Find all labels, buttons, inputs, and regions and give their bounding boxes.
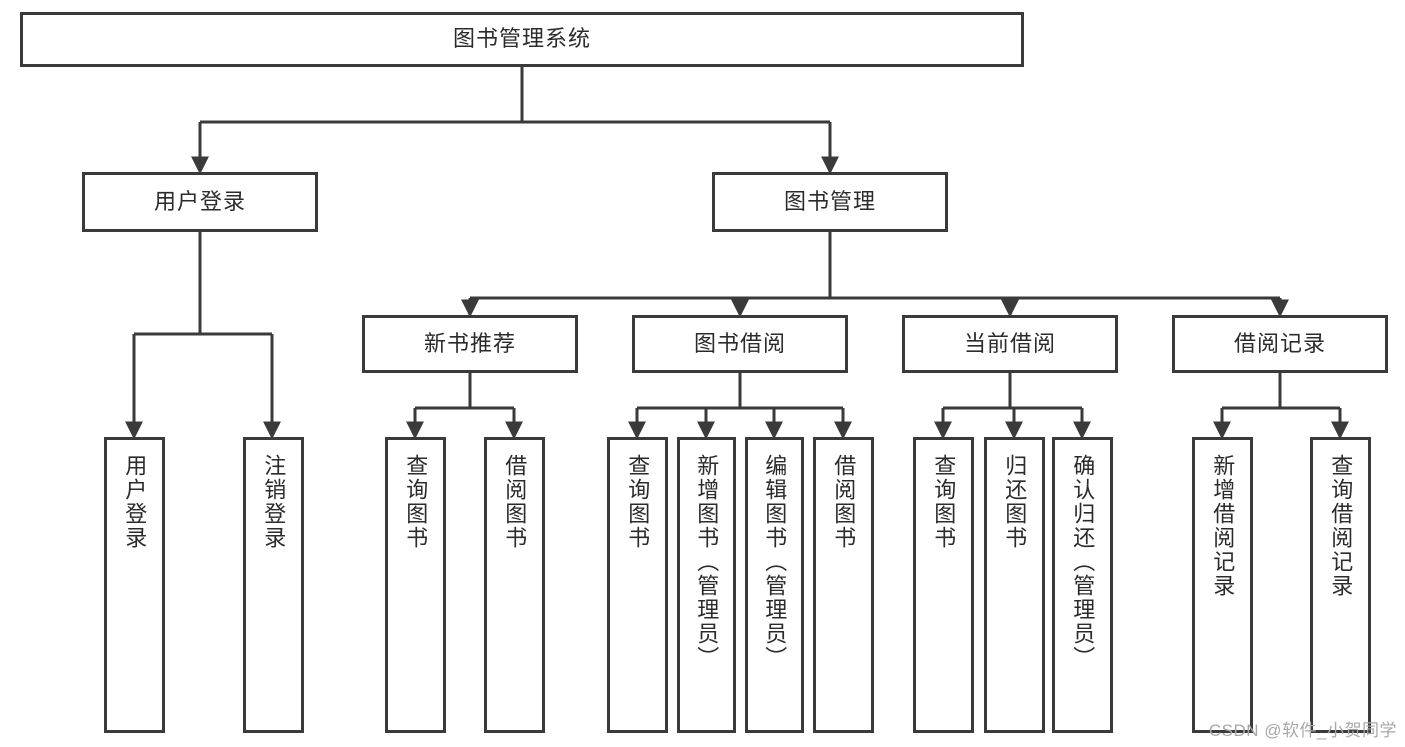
leaf-confirm-return-admin-label: 确认归还（管理员）: [1070, 454, 1096, 670]
leaf-user-login-label: 用户登录: [122, 454, 148, 550]
leaf-add-borrow-record-label: 新增借阅记录: [1210, 454, 1236, 598]
node-user-login-label: 用户登录: [153, 188, 246, 214]
leaf-query-book-current-label: 查询图书: [931, 454, 957, 550]
leaf-confirm-return-admin[interactable]: 确认归还（管理员）: [1052, 437, 1113, 733]
leaf-borrow-book[interactable]: 借阅图书: [813, 437, 874, 733]
node-book-borrow-label: 图书借阅: [693, 330, 786, 356]
node-new-book-recommend-label: 新书推荐: [423, 330, 516, 356]
leaf-borrow-book-recommend-label: 借阅图书: [502, 454, 528, 550]
node-current-borrow[interactable]: 当前借阅: [902, 315, 1118, 373]
leaf-return-book[interactable]: 归还图书: [984, 437, 1045, 733]
leaf-borrow-book-recommend[interactable]: 借阅图书: [484, 437, 545, 733]
node-book-management[interactable]: 图书管理: [712, 172, 948, 232]
node-book-borrow[interactable]: 图书借阅: [632, 315, 848, 373]
leaf-edit-book-admin[interactable]: 编辑图书（管理员）: [745, 437, 804, 733]
leaf-query-book-borrow-label: 查询图书: [625, 454, 651, 550]
node-book-management-label: 图书管理: [783, 188, 876, 214]
leaf-query-borrow-record[interactable]: 查询借阅记录: [1310, 437, 1371, 733]
leaf-query-book-current[interactable]: 查询图书: [913, 437, 974, 733]
leaf-add-book-admin-label: 新增图书（管理员）: [694, 454, 720, 670]
leaf-user-logout-label: 注销登录: [261, 454, 287, 550]
node-current-borrow-label: 当前借阅: [963, 330, 1056, 356]
leaf-query-book-borrow[interactable]: 查询图书: [607, 437, 668, 733]
leaf-user-login[interactable]: 用户登录: [104, 437, 165, 733]
leaf-add-book-admin[interactable]: 新增图书（管理员）: [677, 437, 736, 733]
node-root[interactable]: 图书管理系统: [20, 12, 1024, 67]
leaf-edit-book-admin-label: 编辑图书（管理员）: [762, 454, 788, 670]
leaf-user-logout[interactable]: 注销登录: [243, 437, 304, 733]
leaf-query-book-recommend[interactable]: 查询图书: [385, 437, 446, 733]
node-borrow-record-label: 借阅记录: [1233, 330, 1326, 356]
leaf-query-borrow-record-label: 查询借阅记录: [1328, 454, 1354, 598]
node-user-login[interactable]: 用户登录: [82, 172, 318, 232]
leaf-query-book-recommend-label: 查询图书: [403, 454, 429, 550]
leaf-return-book-label: 归还图书: [1002, 454, 1028, 550]
leaf-add-borrow-record[interactable]: 新增借阅记录: [1192, 437, 1253, 733]
node-new-book-recommend[interactable]: 新书推荐: [362, 315, 578, 373]
node-root-label: 图书管理系统: [452, 26, 591, 52]
leaf-borrow-book-label: 借阅图书: [831, 454, 857, 550]
node-borrow-record[interactable]: 借阅记录: [1172, 315, 1388, 373]
